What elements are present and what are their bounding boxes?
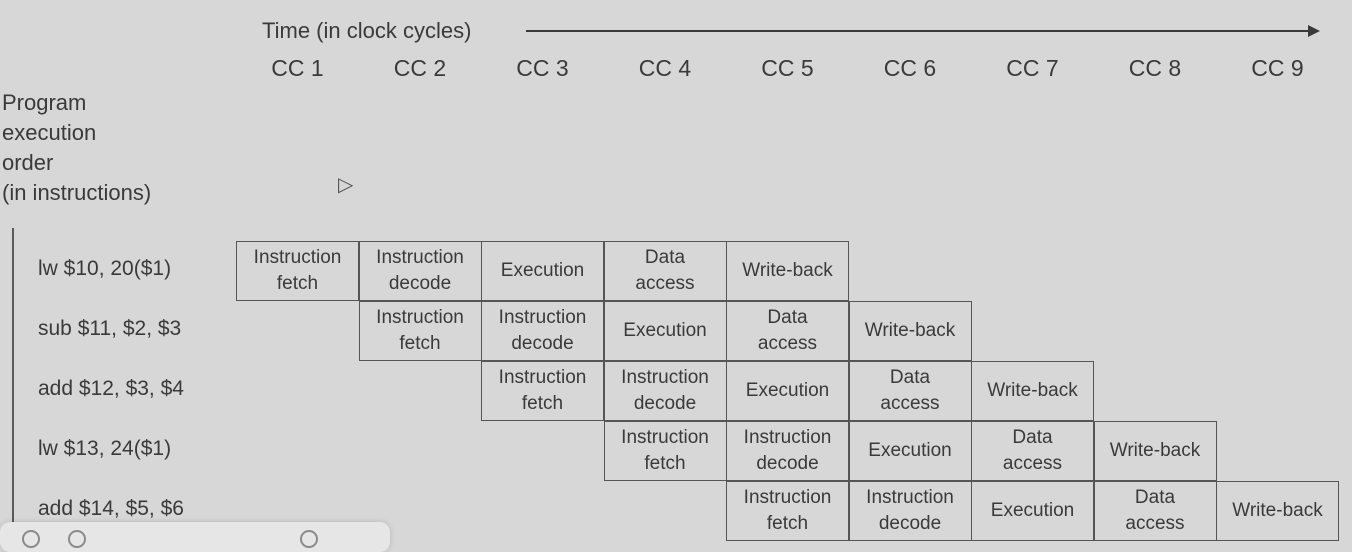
playback-toolbar[interactable] xyxy=(0,522,390,552)
pipeline-stage-cell: Write-back xyxy=(1093,421,1217,481)
pipeline-stage-cell: Write-back xyxy=(848,301,972,361)
stage-label: Write-back xyxy=(1232,500,1323,521)
pipeline-stage-cell: Write-back xyxy=(726,241,849,301)
order-label-line: Program xyxy=(2,90,87,115)
instruction-label: lw $10, 20($1) xyxy=(38,257,172,280)
time-arrow xyxy=(526,25,1320,37)
pipeline-stage-cell: Execution xyxy=(726,361,849,421)
stage-label: Execution xyxy=(868,440,952,461)
order-label-line: execution xyxy=(2,120,97,145)
instruction-label: add $14, $5, $6 xyxy=(38,497,184,520)
toolbar-icon[interactable] xyxy=(22,530,40,548)
clock-cycle-label: CC 4 xyxy=(638,55,692,81)
clock-cycle-label: CC 2 xyxy=(393,55,447,81)
pipeline-stage-cell: Write-back xyxy=(971,361,1094,421)
clock-cycle-label: CC 9 xyxy=(1251,55,1304,81)
pipeline-stage-cell: Execution xyxy=(848,421,972,481)
toolbar-icon[interactable] xyxy=(300,530,318,548)
time-label: Time (in clock cycles) xyxy=(262,18,472,43)
stage-label: Execution xyxy=(623,320,707,341)
toolbar-icon[interactable] xyxy=(68,530,86,548)
clock-cycle-label: CC 6 xyxy=(883,55,937,81)
stage-label: Write-back xyxy=(864,320,956,341)
clock-cycle-label: CC 8 xyxy=(1128,55,1182,81)
stage-label: Write-back xyxy=(1109,440,1201,461)
order-label-line: order xyxy=(2,150,54,175)
stage-label: Execution xyxy=(745,380,830,401)
stage-label: Write-back xyxy=(987,380,1078,401)
pipeline-stage-cell: Write-back xyxy=(1216,481,1339,541)
stage-label: Write-back xyxy=(742,260,833,281)
clock-cycle-label: CC 7 xyxy=(1006,55,1059,81)
pipeline-stage-cell: Execution xyxy=(971,481,1094,541)
pipeline-stage-cell: Execution xyxy=(481,241,604,301)
clock-cycle-label: CC 5 xyxy=(761,55,814,81)
instruction-label: add $12, $3, $4 xyxy=(38,377,184,400)
clock-cycle-label: CC 3 xyxy=(516,55,569,81)
program-order-label: Program execution order (in instructions… xyxy=(2,88,151,208)
stage-label: Execution xyxy=(990,500,1075,521)
instruction-label: sub $11, $2, $3 xyxy=(38,317,182,340)
mouse-cursor-icon: ▷ xyxy=(338,174,354,196)
stage-label: Execution xyxy=(500,260,585,281)
order-label-line: (in instructions) xyxy=(2,180,152,205)
pipeline-stage-cell: Execution xyxy=(603,301,727,361)
clock-cycle-label: CC 1 xyxy=(271,55,324,81)
instruction-label: lw $13, 24($1) xyxy=(38,437,172,460)
order-axis-line xyxy=(12,228,14,548)
